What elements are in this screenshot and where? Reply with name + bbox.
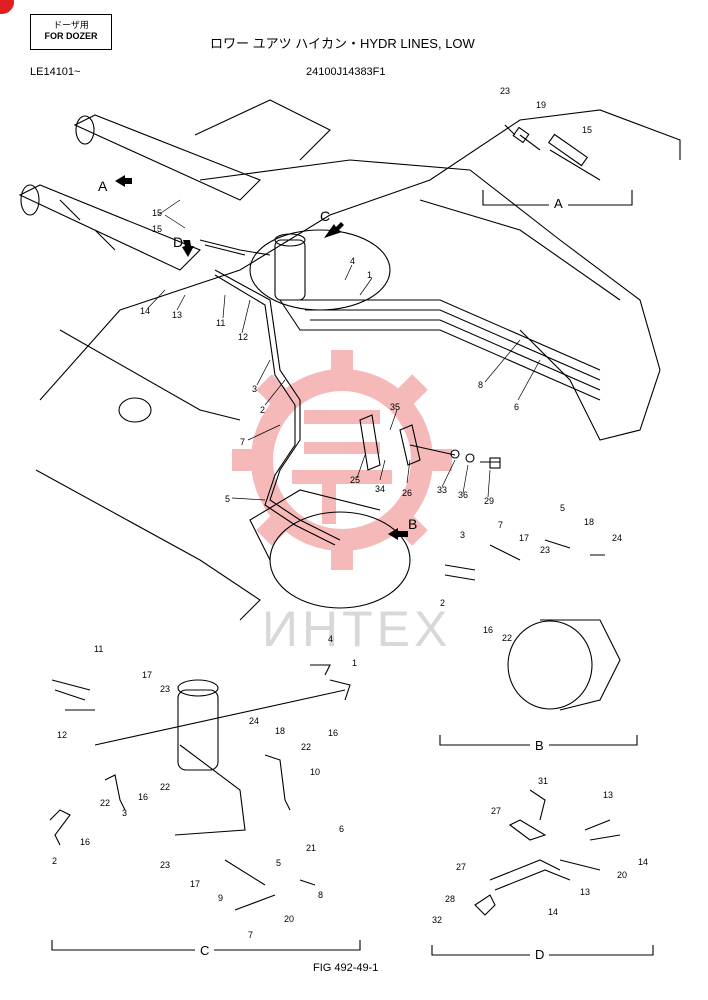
callout: 31: [538, 776, 549, 786]
callout: 1: [352, 658, 358, 668]
callout: 7: [248, 930, 254, 940]
callout: 2: [440, 598, 446, 608]
section-label-a: A: [549, 196, 568, 211]
callout: 8: [478, 380, 484, 390]
callout: 23: [160, 860, 171, 870]
callout: 36: [458, 490, 469, 500]
callout: 9: [218, 893, 224, 903]
callout: 33: [437, 485, 448, 495]
callout: 4: [328, 634, 334, 644]
callout: 27: [456, 862, 467, 872]
callout: 6: [514, 402, 520, 412]
callout: 11: [94, 644, 104, 654]
callout: 24: [249, 716, 260, 726]
callout: 2: [260, 405, 266, 415]
callout: 26: [402, 488, 413, 498]
callout: 5: [276, 858, 282, 868]
callout: 22: [160, 782, 171, 792]
callout: 29: [484, 496, 495, 506]
callout: 28: [445, 894, 456, 904]
callout: 16: [80, 837, 91, 847]
callout: 12: [57, 730, 68, 740]
callout: 18: [275, 726, 286, 736]
callout: 23: [160, 684, 171, 694]
page-title: ロワー ユアツ ハイカン・HYDR LINES, LOW: [210, 36, 475, 51]
watermark-text: ИНТЕХ: [262, 601, 452, 657]
callout: 21: [306, 843, 317, 853]
callout: 17: [142, 670, 153, 680]
section-label-d: D: [530, 947, 550, 962]
view-arrow-c: C: [320, 208, 331, 224]
callout: 15: [582, 125, 593, 135]
callout: 17: [190, 879, 201, 889]
callout: 13: [172, 310, 183, 320]
view-arrow-d: D: [173, 234, 184, 250]
callout: 5: [560, 503, 566, 513]
callout: 13: [580, 887, 591, 897]
callout: 22: [502, 633, 513, 643]
callout: 13: [603, 790, 614, 800]
callout: 8: [318, 890, 324, 900]
callout: 14: [548, 907, 559, 917]
callout: 1: [367, 270, 373, 280]
callout: 2: [52, 856, 58, 866]
section-label-c: C: [195, 943, 215, 958]
dozer-badge: ドーザ用 FOR DOZER: [30, 14, 112, 50]
view-arrow-a: A: [98, 178, 108, 194]
callout: 23: [540, 545, 551, 555]
callout: 10: [310, 767, 321, 777]
callout: 20: [284, 914, 295, 924]
callout: 7: [240, 437, 246, 447]
badge-line-1: ドーザ用: [53, 20, 89, 30]
callout: 20: [617, 870, 628, 880]
callout: 3: [252, 384, 258, 394]
callout: 27: [491, 806, 502, 816]
callout: 3: [460, 530, 466, 540]
section-label-b: B: [530, 738, 549, 753]
callout: 16: [138, 792, 149, 802]
callout: 5: [225, 494, 231, 504]
callout: 24: [612, 533, 623, 543]
view-arrow-b: B: [408, 516, 418, 532]
callout: 3: [122, 808, 128, 818]
callout: 6: [339, 824, 345, 834]
callout: 25: [350, 475, 361, 485]
callout: 19: [536, 100, 547, 110]
callout: 23: [500, 86, 511, 96]
callout: 15: [152, 208, 163, 218]
callout: 22: [301, 742, 312, 752]
badge-line-2: FOR DOZER: [44, 31, 98, 41]
callout: 4: [350, 256, 356, 266]
callout: 16: [328, 728, 339, 738]
callout: 16: [483, 625, 494, 635]
callout: 35: [390, 402, 401, 412]
callout: 22: [100, 798, 111, 808]
callout: 14: [638, 857, 649, 867]
serial-range: LE14101~: [30, 66, 81, 78]
callout: 34: [375, 484, 386, 494]
callout: 14: [140, 306, 151, 316]
callout: 11: [216, 318, 226, 328]
callout: 17: [519, 533, 530, 543]
callout: 12: [238, 332, 249, 342]
callout: 18: [584, 517, 595, 527]
figure-number: FIG 492-49-1: [313, 962, 379, 974]
callout: 7: [498, 520, 504, 530]
part-code: 24100J14383F1: [306, 66, 386, 78]
callout: 15: [152, 224, 163, 234]
callout: 32: [432, 915, 443, 925]
